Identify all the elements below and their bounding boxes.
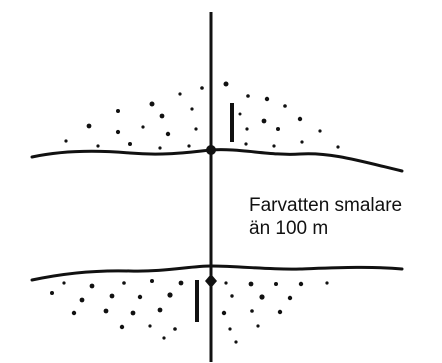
lower-intersection-marker [205,274,217,288]
upper-intersection-marker [206,145,216,155]
annotation-line-1: Farvatten smalare [249,195,403,216]
upper-shallow-stipple [64,81,340,150]
annotation-line-2: än 100 m [249,218,329,239]
lower-shoreline [30,264,404,282]
lower-shallow-stipple [50,279,329,344]
upper-shoreline [30,148,404,173]
